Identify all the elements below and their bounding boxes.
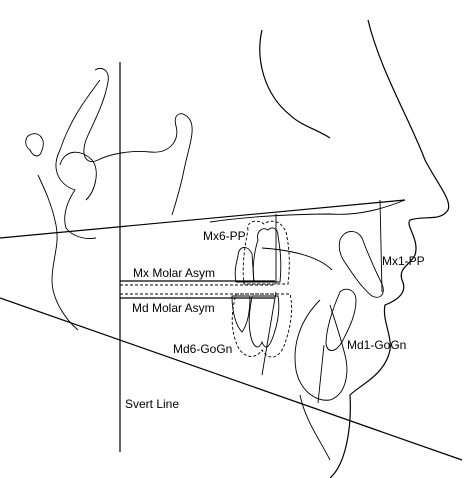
lower-incisor [325, 288, 357, 351]
md6-axis-line [261, 291, 277, 376]
upper-molar-second [234, 247, 255, 283]
label-md-molar-asym: Md Molar Asym [132, 301, 215, 315]
pterygoid-outline [83, 68, 193, 216]
soft-tissue-forehead-profile [329, 19, 450, 478]
orbit-outline [259, 29, 331, 139]
symphysis-outline [294, 299, 348, 401]
zygoma-outline [59, 151, 97, 201]
palatal-outline [261, 247, 333, 271]
palatal-plane-line [0, 199, 406, 239]
lower-molar-second [231, 295, 251, 333]
ramus-outline [37, 174, 79, 331]
soft-tissue-chin-contour [299, 394, 331, 461]
label-mx6-pp: Mx6-PP [203, 229, 246, 243]
label-mx-molar-asym: Mx Molar Asym [133, 266, 215, 280]
lower-molar-solid [248, 295, 280, 348]
maxilla-outline [209, 199, 406, 223]
md1-axis-line [317, 344, 325, 404]
label-mx1-pp: Mx1-PP [382, 254, 425, 268]
lower-molar-dashed [231, 293, 293, 358]
label-md1-gogn: Md1-GoGn [347, 338, 406, 352]
mandibular-plane-line [0, 297, 463, 461]
label-svert-line: Svert Line [125, 397, 179, 411]
upper-molar-solid [252, 227, 282, 283]
label-md6-gogn: Md6-GoGn [173, 342, 232, 356]
sella-outline [25, 133, 44, 157]
cranial-base-outline [55, 79, 101, 239]
upper-incisor [338, 231, 384, 298]
upper-molar-dashed [242, 220, 290, 285]
mx1-axis-line [379, 199, 383, 293]
